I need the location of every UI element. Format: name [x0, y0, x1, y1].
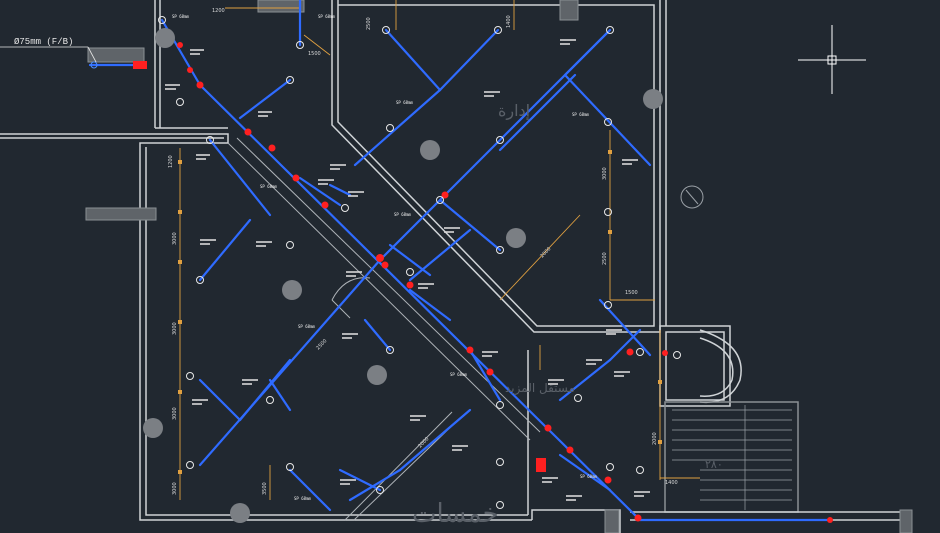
sp-label-7: SP 68mm	[298, 324, 315, 329]
arabic-note: ٢٨٠	[705, 458, 723, 471]
dim-3: 3000	[172, 322, 178, 335]
annotation-marks	[165, 39, 650, 501]
pipe-fittings	[133, 42, 833, 523]
grey-symbols	[143, 28, 663, 523]
sprinkler-labels: SP 68mm SP 68mm SP 68mm SP 68mm SP 68mm …	[172, 14, 597, 501]
dim-13: 1400	[506, 15, 512, 28]
dim-14: 1500	[308, 51, 321, 57]
dim-4: 3000	[172, 407, 178, 420]
sp-label-3: SP 68mm	[396, 100, 413, 105]
sp-label-8: SP 68mm	[450, 372, 467, 377]
dim-11: 2000	[539, 246, 552, 259]
dim-8: 1500	[625, 290, 638, 296]
watermark-side: مستقل المزيد	[505, 381, 575, 396]
crosshair-cursor	[798, 25, 866, 94]
level-symbol	[680, 185, 704, 209]
dim-17: 2500	[315, 338, 328, 351]
sprinkler-heads	[158, 16, 681, 509]
sp-label-9: SP 68mm	[294, 496, 311, 501]
dimension-values: 1200 3000 3000 3000 3000 3000 2500 1500 …	[168, 8, 678, 495]
dim-5: 3000	[172, 482, 178, 495]
sp-label-2: SP 68mm	[318, 14, 335, 19]
corridor-lines	[227, 137, 541, 521]
dim-10: 2000	[652, 432, 658, 445]
watermark-main: خمسات	[412, 499, 499, 529]
sp-label-6: SP 68mm	[394, 212, 411, 217]
dim-16: 3500	[262, 482, 268, 495]
sp-label-5: SP 68mm	[260, 184, 277, 189]
sp-label-10: SP 68mm	[580, 474, 597, 479]
dim-18: 2000	[417, 436, 430, 449]
dim-9: 1400	[665, 480, 678, 486]
dimension-ticks	[178, 150, 662, 474]
dim-12: 2500	[366, 17, 372, 30]
dim-6: 3000	[602, 167, 608, 180]
sprinkler-pipes	[88, 0, 832, 522]
hatched-blocks	[85, 0, 913, 533]
dim-2: 3000	[172, 232, 178, 245]
watermark-side2: إدارة	[498, 101, 530, 121]
stair-hatch	[672, 405, 792, 510]
dim-15: 1200	[212, 8, 225, 14]
dim-1: 1200	[168, 155, 174, 168]
pipe-tag: Ø75mm (F/B)	[0, 37, 98, 69]
dimension-lines	[179, 0, 700, 500]
dim-7: 2500	[602, 252, 608, 265]
sp-label-4: SP 68mm	[572, 112, 589, 117]
sp-label-1: SP 68mm	[172, 14, 189, 19]
pipe-tag-label: Ø75mm (F/B)	[14, 37, 73, 47]
walls	[0, 0, 910, 533]
